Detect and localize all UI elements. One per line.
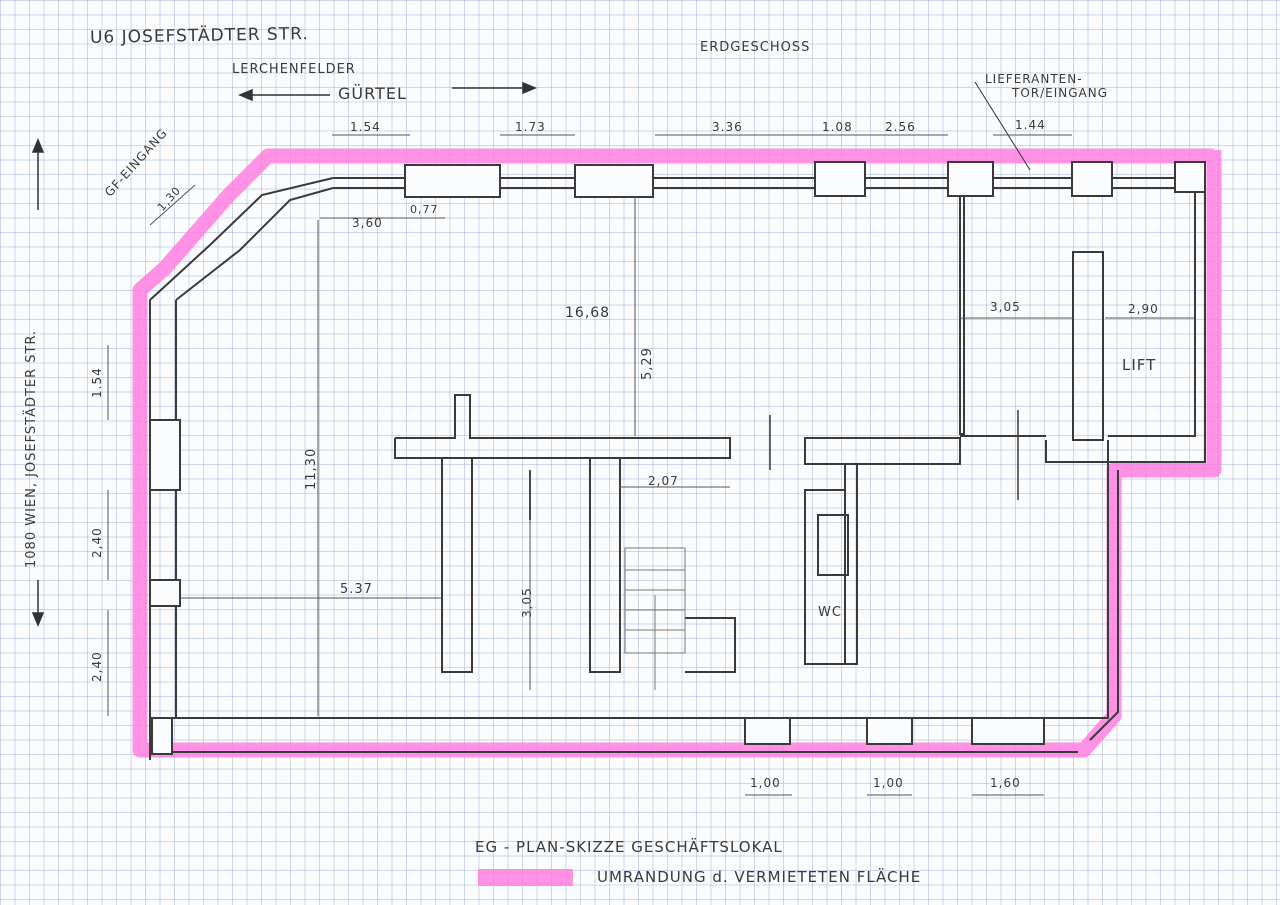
dim-left-3: 2,40: [90, 651, 104, 682]
legend-label: UMRANDUNG d. VERMIETETEN FLÄCHE: [597, 868, 922, 886]
interior-walls: [394, 195, 1109, 673]
dim-inner-10: 2,07: [648, 474, 679, 488]
dim-top-5: 2.56: [885, 120, 916, 134]
room-label-lift: LIFT: [1122, 356, 1157, 374]
dim-left-1: 1.54: [90, 367, 104, 398]
plan-caption: EG - PLAN-SKIZZE GESCHÄFTSLOKAL: [475, 838, 783, 856]
dim-bottom-3: 1,60: [990, 776, 1021, 790]
dim-bottom-2: 1,00: [873, 776, 904, 790]
dim-top-1: 1.54: [350, 120, 381, 134]
dim-inner-2: 0,77: [410, 203, 439, 216]
rented-area-outline: [132, 148, 1222, 758]
dim-top-3: 3.36: [712, 120, 743, 134]
dim-top-4: 1.08: [822, 120, 853, 134]
dim-top-6: 1.44: [1015, 118, 1046, 132]
delivery-label-line2: TOR/EINGANG: [1012, 86, 1109, 100]
direction-arrows: [31, 81, 1031, 627]
dim-inner-8: 5.37: [340, 582, 373, 597]
room-label-wc: WC: [818, 605, 842, 620]
pillars: [149, 161, 1206, 755]
dim-inner-6: 2,90: [1128, 302, 1159, 316]
staircase: [624, 547, 686, 690]
dim-inner-7: 11,30: [304, 447, 319, 490]
floor-label: ERDGESCHOSS: [700, 40, 811, 55]
dim-inner-3: 16,68: [565, 305, 611, 321]
dim-top-2: 1.73: [515, 120, 546, 134]
dim-inner-9: 3,05: [520, 587, 534, 618]
road-name-line2: GÜRTEL: [338, 84, 407, 103]
legend-swatch: [478, 869, 573, 886]
delivery-label-line1: LIEFERANTEN-: [985, 72, 1083, 86]
dim-inner-1: 3,60: [352, 216, 383, 230]
dim-bottom-1: 1,00: [750, 776, 781, 790]
dimension-lines: [107, 134, 1195, 796]
dim-left-2: 2,40: [90, 527, 104, 558]
dim-inner-5: 3,05: [990, 300, 1021, 314]
road-name-line1: LERCHENFELDER: [232, 62, 356, 77]
dim-inner-4: 5,29: [640, 347, 655, 380]
